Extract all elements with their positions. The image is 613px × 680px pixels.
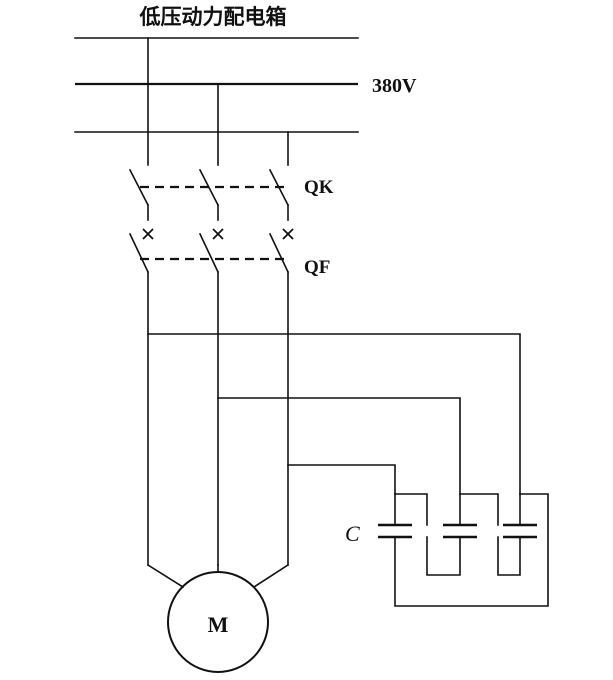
voltage-label: 380V bbox=[372, 75, 417, 97]
motor-feed bbox=[146, 271, 290, 589]
motor-label: M bbox=[208, 612, 229, 637]
circuit-breaker-qf bbox=[128, 228, 294, 274]
knife-switch-qk bbox=[128, 168, 290, 221]
diagram-title: 低压动力配电箱 bbox=[139, 5, 287, 29]
phase-drops bbox=[147, 37, 289, 166]
motor-symbol bbox=[167, 571, 269, 673]
switch-label: QK bbox=[304, 177, 334, 198]
breaker-label: QF bbox=[304, 257, 330, 278]
capacitor-tap-wires bbox=[147, 333, 521, 495]
capacitor-bank bbox=[378, 493, 549, 607]
busbars bbox=[74, 37, 359, 133]
capacitor-label: C bbox=[345, 521, 360, 546]
